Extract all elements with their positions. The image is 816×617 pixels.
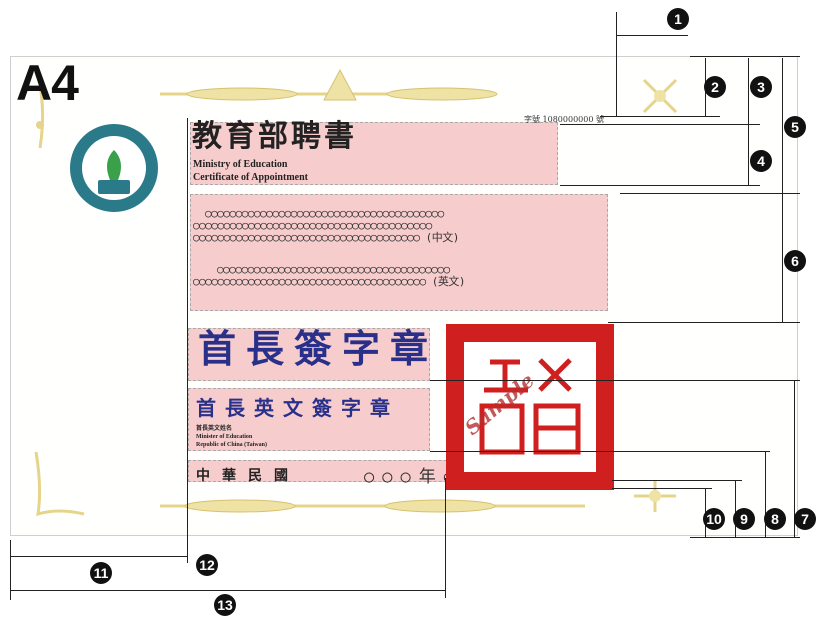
body-en-line-1: ○○○○○○○○○○○○○○○○○○○○○○○○○○○○○○○○○○○○○○	[217, 263, 450, 276]
dimension-line	[10, 540, 11, 600]
dimension-line	[187, 118, 188, 563]
dimension-line	[690, 537, 800, 538]
marker-10: 10	[703, 508, 725, 530]
marker-3: 3	[750, 76, 772, 98]
corner-ornament-icon	[634, 480, 676, 512]
marker-8: 8	[764, 508, 786, 530]
signature-zh: 首長簽字章	[198, 326, 439, 371]
body-zh-line-1: ○○○○○○○○○○○○○○○○○○○○○○○○○○○○○○○○○○○○○○○	[205, 207, 444, 220]
dimension-line	[608, 322, 800, 323]
dimension-line	[600, 116, 720, 117]
dimension-line	[10, 590, 445, 591]
body-text-box	[190, 194, 608, 311]
logo-emblem-icon	[70, 124, 158, 212]
dimension-line	[612, 488, 712, 489]
corner-ornament-icon	[36, 74, 45, 149]
marker-2: 2	[704, 76, 726, 98]
dimension-line	[620, 193, 800, 194]
signature-en: 首長英文簽字章	[196, 396, 399, 420]
dimension-line	[690, 56, 800, 57]
certificate-title: 教育部聘書	[192, 119, 357, 154]
corner-ornament-icon	[34, 451, 85, 517]
marker-1: 1	[667, 8, 689, 30]
signature-box	[188, 328, 430, 381]
certificate-subtitle: Certificate of Appointment	[193, 172, 308, 183]
title-box	[190, 122, 558, 185]
dimension-line	[782, 58, 783, 193]
republic-line: Republic of China (Taiwan)	[196, 442, 267, 448]
dimension-line	[794, 380, 795, 537]
wheat-border-icon	[160, 68, 585, 513]
corner-ornament-icon	[642, 78, 678, 114]
dimension-line	[748, 124, 749, 185]
seal-glyph-icon	[479, 358, 581, 455]
dimension-line	[430, 380, 800, 381]
ministry-name: Ministry of Education	[193, 159, 288, 170]
marker-13: 13	[214, 594, 236, 616]
english-signature-box	[188, 388, 430, 451]
marker-9: 9	[733, 508, 755, 530]
body-zh-line-3: ○○○○○○○○○○○○○○○○○○○○○○○○○○○○○○○○○○○○○ (中…	[193, 231, 459, 244]
marker-4: 4	[750, 150, 772, 172]
body-en-line-2: ○○○○○○○○○○○○○○○○○○○○○○○○○○○○○○○○○○○○○○ (…	[193, 275, 466, 288]
dimension-line	[616, 12, 617, 116]
marker-6: 6	[784, 250, 806, 272]
dimension-line	[560, 124, 760, 125]
dimension-line	[735, 480, 736, 537]
minister-line: Minister of Education	[196, 434, 253, 440]
dimension-line	[10, 556, 187, 557]
date-prefix: 中華民國	[196, 468, 300, 484]
name-caption: 首長英文姓名	[196, 426, 233, 432]
dimension-line	[612, 480, 742, 481]
dimension-line	[560, 185, 760, 186]
dimension-line	[782, 193, 783, 322]
dimension-line	[616, 35, 688, 36]
dimension-line	[765, 451, 766, 537]
dimension-line	[430, 451, 770, 452]
dimension-line	[748, 58, 749, 124]
body-zh-line-2: ○○○○○○○○○○○○○○○○○○○○○○○○○○○○○○○○○○○○○○○	[193, 219, 432, 232]
size-label: A4	[16, 55, 79, 111]
serial-number: 字號 1080000000 號	[524, 115, 604, 124]
marker-5: 5	[784, 116, 806, 138]
marker-12: 12	[196, 554, 218, 576]
marker-7: 7	[794, 508, 816, 530]
dimension-line	[445, 478, 446, 598]
marker-11: 11	[90, 562, 112, 584]
